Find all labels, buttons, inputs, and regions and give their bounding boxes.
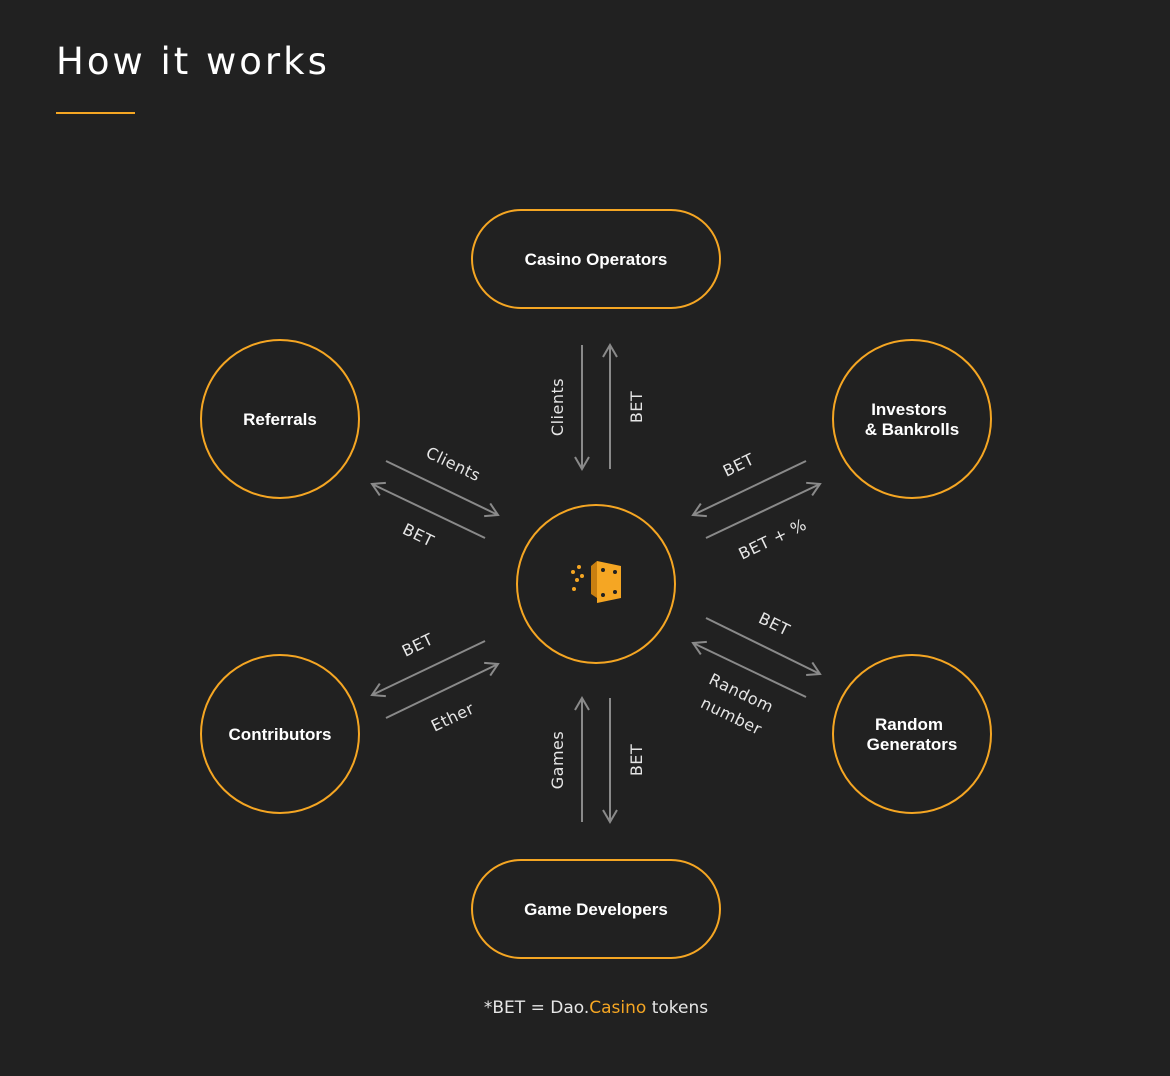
edge-label-random-bet: BET	[756, 608, 793, 639]
edge-label-investors-bet-percent: BET + %	[736, 515, 810, 564]
footnote: *BET = Dao.Casino tokens	[0, 998, 1170, 1018]
title-underline	[56, 112, 135, 114]
edge-label-investors-bet: BET	[720, 449, 757, 480]
node-random-label-line1: Random	[875, 715, 943, 734]
edge-label-bet-bottom: BET	[627, 744, 646, 776]
arrow-investors-bet	[691, 460, 807, 518]
node-casino-operators-label: Casino Operators	[525, 250, 668, 269]
node-casino-operators: Casino Operators	[471, 209, 721, 309]
edge-label-contributors-bet: BET	[399, 629, 436, 660]
arrow-referrals-clients	[385, 460, 500, 518]
footnote-suffix: tokens	[646, 998, 709, 1018]
node-contributors-label: Contributors	[229, 725, 332, 744]
node-game-developers-label: Game Developers	[524, 900, 668, 919]
node-investors-label-line2: & Bankrolls	[865, 420, 959, 439]
edge-label-bet-top: BET	[627, 391, 646, 423]
footnote-brand: Casino	[589, 998, 647, 1018]
arrow-investors-bet-percent	[705, 481, 822, 539]
node-game-developers: Game Developers	[471, 859, 721, 959]
edge-label-referrals-clients: Clients	[423, 443, 484, 485]
node-referrals: Referrals	[200, 339, 360, 499]
dice-icon	[571, 561, 621, 603]
page-title: How it works	[56, 40, 330, 83]
node-random-label-line2: Generators	[867, 735, 958, 754]
edge-label-referrals-bet: BET	[400, 519, 437, 550]
node-contributors: Contributors	[200, 654, 360, 814]
node-random-generators: Random Generators	[832, 654, 992, 814]
arrow-contributors-ether	[385, 661, 500, 719]
edge-label-clients-top: Clients	[548, 378, 567, 436]
footnote-prefix: *BET = Dao.	[483, 998, 590, 1018]
node-investors-bankrolls: Investors & Bankrolls	[832, 339, 992, 499]
node-investors-label-line1: Investors	[871, 400, 947, 419]
node-center	[516, 504, 676, 664]
arrow-random-bet	[705, 617, 822, 676]
arrow-contributors-bet	[370, 640, 486, 698]
edge-label-contributors-ether: Ether	[428, 699, 477, 736]
node-referrals-label: Referrals	[243, 410, 317, 429]
edge-label-games: Games	[548, 731, 567, 789]
arrow-referrals-bet	[370, 481, 486, 539]
arrow-random-number	[691, 640, 807, 698]
